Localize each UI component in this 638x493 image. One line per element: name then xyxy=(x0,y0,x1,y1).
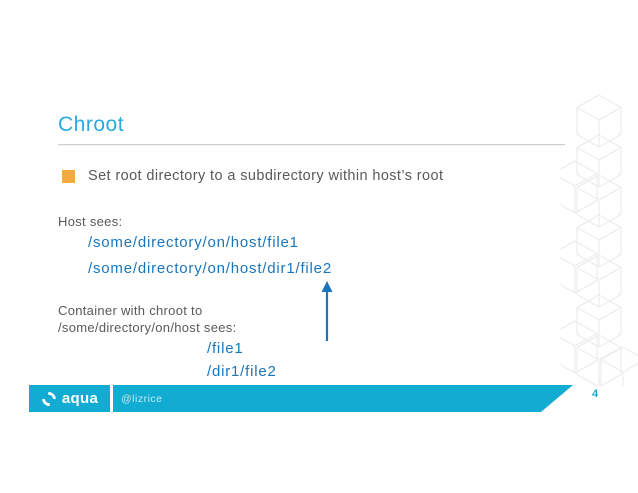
arrow-up-icon xyxy=(321,281,333,341)
twitter-handle: @lizrice xyxy=(121,392,163,405)
host-path-file1: /some/directory/on/host/file1 xyxy=(88,234,299,251)
aqua-swirl-icon xyxy=(42,391,56,406)
page-number: 4 xyxy=(592,388,599,400)
bullet-text: Set root directory to a subdirectory wit… xyxy=(88,168,444,184)
isometric-cube-pattern xyxy=(560,94,638,386)
footer-bar: @lizrice xyxy=(113,385,573,412)
aqua-logo-text: aqua xyxy=(61,390,99,407)
title-divider xyxy=(58,144,565,146)
container-sees-label: Container with chroot to /some/directory… xyxy=(58,303,237,336)
container-path-file2: /dir1/file2 xyxy=(207,363,277,380)
container-path-file1: /file1 xyxy=(207,340,244,357)
container-sees-line2: /some/directory/on/host sees: xyxy=(58,319,237,335)
page-title: Chroot xyxy=(58,113,125,136)
host-path-file2: /some/directory/on/host/dir1/file2 xyxy=(88,260,332,277)
bullet-item: Set root directory to a subdirectory wit… xyxy=(62,168,443,184)
container-sees-line1: Container with chroot to xyxy=(58,303,203,318)
footer-logo-block: aqua xyxy=(29,385,110,412)
host-sees-label: Host sees: xyxy=(58,214,123,229)
orange-square-icon xyxy=(62,169,75,183)
